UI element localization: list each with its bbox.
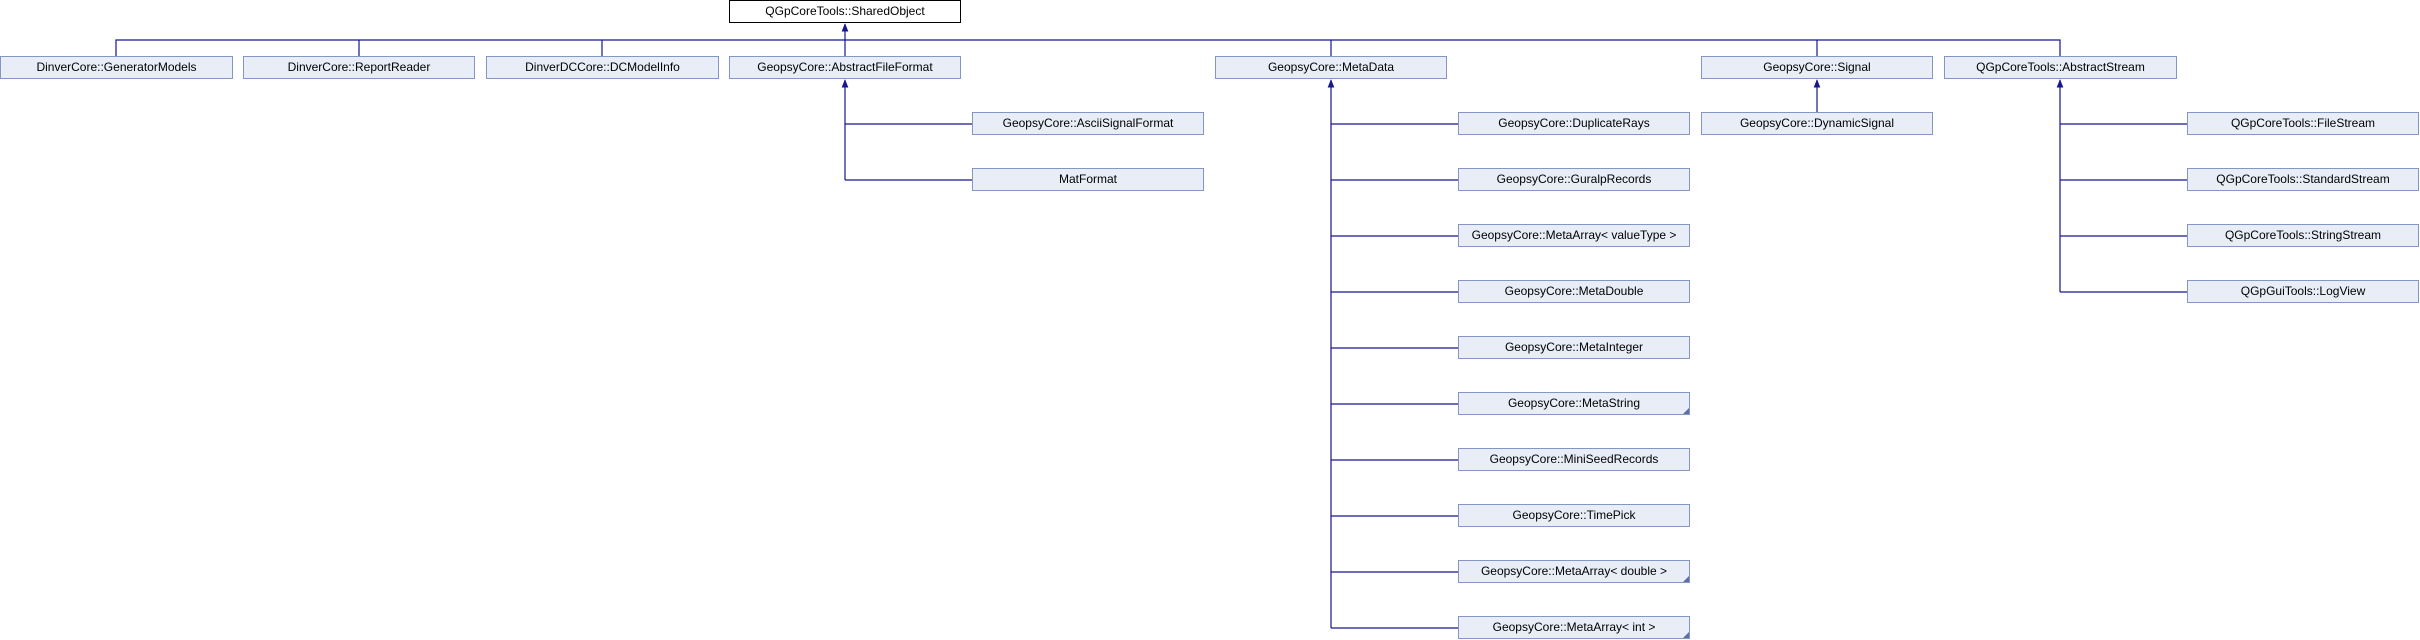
node-signal[interactable]: GeopsyCore::Signal xyxy=(1701,56,1933,79)
node-mat-format[interactable]: MatFormat xyxy=(972,168,1204,191)
node-label: QGpCoreTools::StringStream xyxy=(2224,228,2382,242)
node-meta-string[interactable]: GeopsyCore::MetaString xyxy=(1458,392,1690,415)
node-label: GeopsyCore::Signal xyxy=(1763,60,1871,74)
node-label: DinverDCCore::DCModelInfo xyxy=(525,60,680,74)
node-abstract-file-format[interactable]: GeopsyCore::AbstractFileFormat xyxy=(729,56,961,79)
node-label: DinverCore::GeneratorModels xyxy=(36,60,197,74)
node-file-stream[interactable]: QGpCoreTools::FileStream xyxy=(2187,112,2419,135)
node-meta-array-value-type[interactable]: GeopsyCore::MetaArray< valueType > xyxy=(1458,224,1690,247)
node-label: GeopsyCore::AsciiSignalFormat xyxy=(1002,116,1174,130)
node-label: GeopsyCore::DuplicateRays xyxy=(1498,116,1650,130)
node-meta-array-int[interactable]: GeopsyCore::MetaArray< int > xyxy=(1458,616,1690,639)
node-label: QGpCoreTools::AbstractStream xyxy=(1976,60,2145,74)
node-label: GeopsyCore::MetaDouble xyxy=(1504,284,1644,298)
node-guralp-records[interactable]: GeopsyCore::GuralpRecords xyxy=(1458,168,1690,191)
node-label: GeopsyCore::MetaArray< double > xyxy=(1480,564,1668,578)
node-ascii-signal-format[interactable]: GeopsyCore::AsciiSignalFormat xyxy=(972,112,1204,135)
node-label: GeopsyCore::MetaString xyxy=(1507,396,1641,410)
node-label: GeopsyCore::TimePick xyxy=(1512,508,1636,522)
node-label: QGpCoreTools::FileStream xyxy=(2230,116,2376,130)
node-report-reader[interactable]: DinverCore::ReportReader xyxy=(243,56,475,79)
node-meta-data[interactable]: GeopsyCore::MetaData xyxy=(1215,56,1447,79)
node-time-pick[interactable]: GeopsyCore::TimePick xyxy=(1458,504,1690,527)
node-duplicate-rays[interactable]: GeopsyCore::DuplicateRays xyxy=(1458,112,1690,135)
node-dynamic-signal[interactable]: GeopsyCore::DynamicSignal xyxy=(1701,112,1933,135)
node-label: GeopsyCore::MetaArray< valueType > xyxy=(1471,228,1677,242)
node-meta-double[interactable]: GeopsyCore::MetaDouble xyxy=(1458,280,1690,303)
node-generator-models[interactable]: DinverCore::GeneratorModels xyxy=(0,56,233,79)
node-label: GeopsyCore::AbstractFileFormat xyxy=(757,60,933,74)
node-string-stream[interactable]: QGpCoreTools::StringStream xyxy=(2187,224,2419,247)
connector-root-bus xyxy=(115,39,2061,56)
node-dc-model-info[interactable]: DinverDCCore::DCModelInfo xyxy=(486,56,719,79)
node-label: GeopsyCore::MetaInteger xyxy=(1504,340,1644,354)
node-log-view[interactable]: QGpGuiTools::LogView xyxy=(2187,280,2419,303)
node-label: GeopsyCore::DynamicSignal xyxy=(1739,116,1895,130)
node-shared-object[interactable]: QGpCoreTools::SharedObject xyxy=(729,0,961,23)
node-mini-seed-records[interactable]: GeopsyCore::MiniSeedRecords xyxy=(1458,448,1690,471)
node-meta-integer[interactable]: GeopsyCore::MetaInteger xyxy=(1458,336,1690,359)
node-label: GeopsyCore::MiniSeedRecords xyxy=(1489,452,1659,466)
node-meta-array-double[interactable]: GeopsyCore::MetaArray< double > xyxy=(1458,560,1690,583)
node-label: QGpCoreTools::StandardStream xyxy=(2216,172,2390,186)
node-label: GeopsyCore::MetaArray< int > xyxy=(1492,620,1656,634)
node-standard-stream[interactable]: QGpCoreTools::StandardStream xyxy=(2187,168,2419,191)
node-label: GeopsyCore::GuralpRecords xyxy=(1496,172,1652,186)
node-label: MatFormat xyxy=(1058,172,1117,186)
node-label: QGpCoreTools::SharedObject xyxy=(765,4,925,18)
node-label: DinverCore::ReportReader xyxy=(287,60,431,74)
node-label: GeopsyCore::MetaData xyxy=(1267,60,1395,74)
node-label: QGpGuiTools::LogView xyxy=(2240,284,2366,298)
node-abstract-stream[interactable]: QGpCoreTools::AbstractStream xyxy=(1944,56,2177,79)
